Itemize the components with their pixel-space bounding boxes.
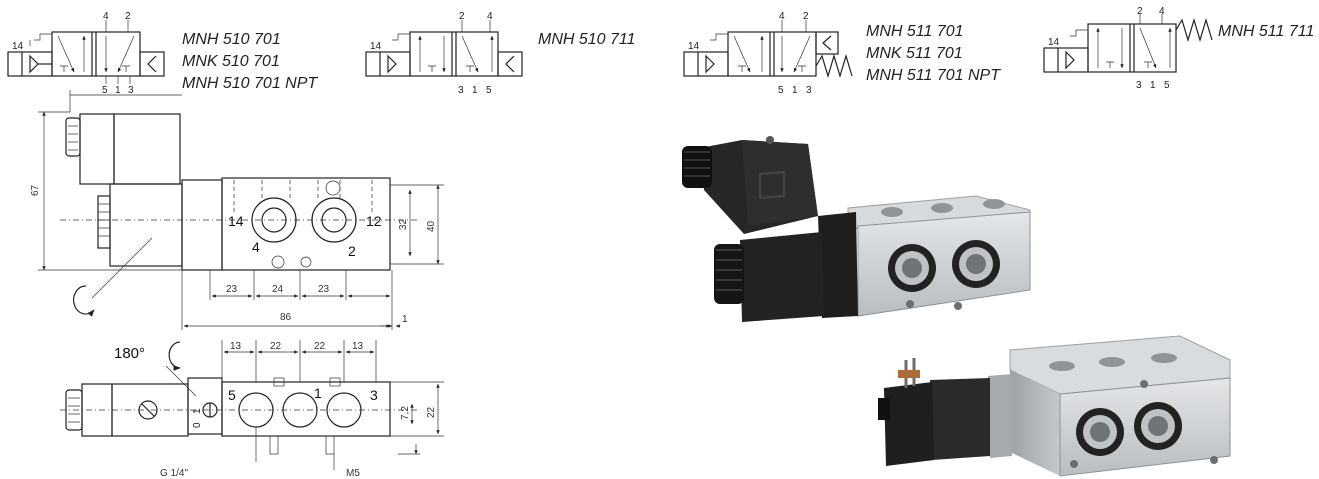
part-number-label: MNH 510 701 NPT (182, 75, 318, 92)
port-12: 12 (366, 213, 382, 229)
dim-72: 7,2 (400, 406, 411, 420)
symbol-510-711: 2 4 3 1 5 14 MNH 510 711 (365, 11, 636, 96)
port-label: 3 (458, 85, 464, 96)
part-number-label: MNH 511 701 (866, 23, 964, 40)
port-label: 5 (486, 85, 492, 96)
dim-40: 40 (426, 220, 437, 232)
port-label: 2 (459, 11, 465, 22)
dim-13a: 13 (230, 341, 242, 352)
dim-32: 32 (398, 218, 409, 230)
valve-body-front (221, 177, 391, 271)
dim-13b: 13 (352, 341, 364, 352)
pilot-port-label: 14 (1048, 37, 1060, 48)
pilot-port-label: 14 (688, 41, 700, 52)
part-number-label: MNK 511 701 (866, 45, 963, 62)
dim-m5: M5 (346, 468, 360, 479)
dim-86: 86 (280, 312, 292, 323)
port-label: 2 (125, 11, 131, 22)
part-number-label: MNH 510 701 (182, 31, 281, 48)
port-label: 3 (128, 85, 134, 96)
rotation-label: 180° (114, 345, 145, 362)
front-view-drawing: 67 14 12 4 2 40 (30, 90, 444, 330)
pilot-port-label: 14 (12, 41, 24, 52)
port-5: 5 (228, 387, 236, 403)
symbol-511-701: 4 2 5 1 3 14 MNH 511 701 MNK 511 701 MNH… (683, 11, 1001, 96)
port-label: 2 (1137, 6, 1143, 17)
dim-height: 67 (30, 184, 41, 196)
part-number-label: MNH 511 711 (1218, 23, 1314, 40)
rotate-180-icon (168, 341, 181, 371)
side-marker-0: 0 (192, 422, 203, 428)
port-label: 1 (792, 85, 798, 96)
port-label: 5 (1164, 80, 1170, 91)
pilot-port-label: 14 (370, 41, 382, 52)
bottom-view-drawing: 180° 13 22 22 13 1 0 (60, 340, 444, 479)
port-label: 1 (472, 85, 478, 96)
symbol-510-701: 4 2 5 1 3 14 MNH 510 701 MNK 510 701 MNH… (7, 11, 318, 96)
product-photo-valve-1 (682, 136, 1031, 322)
port-label: 1 (1150, 80, 1156, 91)
dim-23a: 23 (226, 284, 238, 295)
symbol-511-711: 2 4 3 1 5 14 MNH 511 711 (1043, 6, 1314, 91)
dim-1: 1 (402, 314, 408, 325)
dim-thread: G 1/4" (160, 468, 188, 479)
dim-22v: 22 (426, 406, 437, 418)
port-label: 2 (803, 11, 809, 22)
part-number-label: MNH 511 701 NPT (866, 67, 1001, 84)
port-label: 4 (1159, 6, 1165, 17)
port-label: 5 (778, 85, 784, 96)
product-photo-valve-2 (878, 335, 1231, 477)
port-label: 3 (806, 85, 812, 96)
port-label: 4 (103, 11, 109, 22)
port-label: 1 (115, 85, 121, 96)
port-label: 5 (102, 85, 108, 96)
dim-22b: 22 (314, 341, 326, 352)
valve-body-bottom (221, 381, 391, 437)
part-number-label: MNH 510 711 (538, 31, 636, 48)
port-1: 1 (314, 385, 322, 401)
dim-22a: 22 (270, 341, 282, 352)
port-4: 4 (252, 239, 260, 255)
port-14: 14 (228, 213, 244, 229)
port-3: 3 (370, 387, 378, 403)
port-label: 3 (1136, 80, 1142, 91)
port-2: 2 (348, 243, 356, 259)
return-actuator-box (139, 51, 165, 77)
part-number-label: MNK 510 701 (182, 53, 280, 70)
dim-24: 24 (272, 284, 284, 295)
port-label: 4 (779, 11, 785, 22)
rotate-arrow-icon (73, 285, 95, 317)
side-marker-1: 1 (192, 408, 203, 414)
dim-23b: 23 (318, 284, 330, 295)
port-label: 4 (487, 11, 493, 22)
